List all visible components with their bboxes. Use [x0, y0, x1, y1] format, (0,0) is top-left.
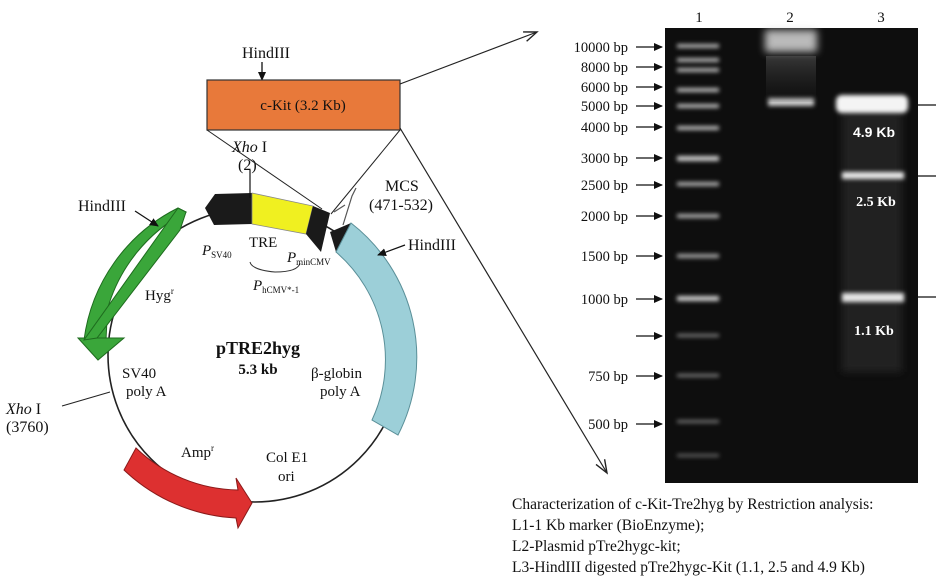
marker-label-2500: 2500 bp	[581, 178, 628, 194]
sv40-polya-label-1: SV40	[122, 366, 156, 382]
marker-label-2000: 2000 bp	[581, 209, 628, 225]
insert-callout: HindIII c-Kit (3.2 Kb)	[206, 31, 609, 475]
pmincmv-label: PminCMV	[286, 250, 331, 267]
plasmid-size: 5.3 kb	[238, 362, 277, 378]
plasmid-map: HindIII HindIII MCS (471-532) Xho I (2) …	[5, 139, 456, 530]
callout-line-top	[399, 31, 539, 85]
hindiii-right-pointer	[377, 244, 406, 256]
caption-line-2: L1-1 Kb marker (BioEnzyme);	[512, 517, 705, 534]
marker-label-750: 750 bp	[588, 369, 628, 385]
marker-label-8000: 8000 bp	[581, 60, 628, 76]
ori-label-1: Col E1	[266, 450, 308, 466]
c-kit-insert-label: c-Kit (3.2 Kb)	[260, 98, 345, 114]
marker-label-4000: 4000 bp	[581, 120, 628, 136]
marker-label-5000: 5000 bp	[581, 99, 628, 115]
band-2-5kb	[842, 172, 904, 179]
sv40-polya-label-2: poly A	[126, 384, 167, 400]
marker-size-labels: 10000 bp 8000 bp 6000 bp 5000 bp 4000 bp…	[574, 40, 663, 433]
lane-number-3: 3	[877, 10, 885, 26]
tre-element	[251, 192, 314, 235]
lane-2-plasmid	[765, 30, 817, 106]
caption-line-3: L2-Plasmid pTre2hygc-kit;	[512, 538, 681, 555]
marker-label-500: 500 bp	[588, 417, 628, 433]
mcs-label: MCS	[385, 178, 419, 195]
band-1-1kb	[842, 293, 904, 302]
marker-label-3000: 3000 bp	[581, 151, 628, 167]
band-label-4-9kb: 4.9 Kb	[853, 124, 895, 140]
xho-top-position: (2)	[238, 157, 257, 174]
band-label-1-1kb: 1.1 Kb	[854, 324, 894, 339]
psv40-label: PSV40	[201, 243, 232, 260]
psv40-promoter	[205, 193, 252, 225]
hindiii-left-label: HindIII	[78, 198, 126, 215]
plasmid-name: pTRE2hyg	[216, 338, 300, 358]
lane-number-1: 1	[695, 10, 703, 26]
hindiii-right-label: HindIII	[408, 237, 456, 254]
phcmv-label: PhCMV*-1	[252, 278, 299, 295]
band-label-2-5kb: 2.5 Kb	[856, 195, 896, 210]
hyg-arrow-head	[76, 337, 126, 361]
marker-label-10000: 10000 bp	[574, 40, 628, 56]
lane-number-2: 2	[786, 10, 794, 26]
hyg-label: Hygr	[145, 286, 174, 304]
hindiii-top-label: HindIII	[242, 45, 290, 62]
globin-polya-region	[335, 222, 418, 436]
amp-resistance-gene	[123, 447, 253, 530]
hindiii-left-pointer	[134, 210, 159, 227]
pmincmv-promoter	[306, 206, 330, 252]
band-4-9kb	[836, 95, 908, 113]
globin-polya-label-2: poly A	[320, 384, 361, 400]
figure-caption: Characterization of c-Kit-Tre2hyg by Res…	[512, 494, 940, 578]
marker-label-6000: 6000 bp	[581, 80, 628, 96]
xho-top-label: Xho I	[231, 139, 267, 156]
amp-label: Ampr	[181, 443, 214, 461]
mcs-range-label: (471-532)	[369, 197, 433, 214]
tre-label: TRE	[249, 235, 277, 251]
caption-line-4: L3-HindIII digested pTre2hygc-Kit (1.1, …	[512, 559, 865, 576]
caption-line-1: Characterization of c-Kit-Tre2hyg by Res…	[512, 496, 874, 513]
marker-label-1000: 1000 bp	[581, 292, 628, 308]
gel-panel: 1 2 3	[574, 10, 936, 483]
xho-left-label: Xho I	[5, 401, 41, 418]
lane-1-ladder	[677, 44, 719, 457]
xho-left-tick	[61, 391, 111, 407]
lane-3-digest	[836, 95, 908, 372]
marker-label-1500: 1500 bp	[581, 249, 628, 265]
globin-polya-label-1: β-globin	[311, 366, 362, 382]
ori-label-2: ori	[278, 469, 295, 485]
xho-left-position: (3760)	[6, 419, 49, 436]
callout-line-bottom	[399, 127, 609, 475]
c-kit-insert-box	[206, 79, 401, 131]
phcmv-bracket	[249, 261, 301, 273]
